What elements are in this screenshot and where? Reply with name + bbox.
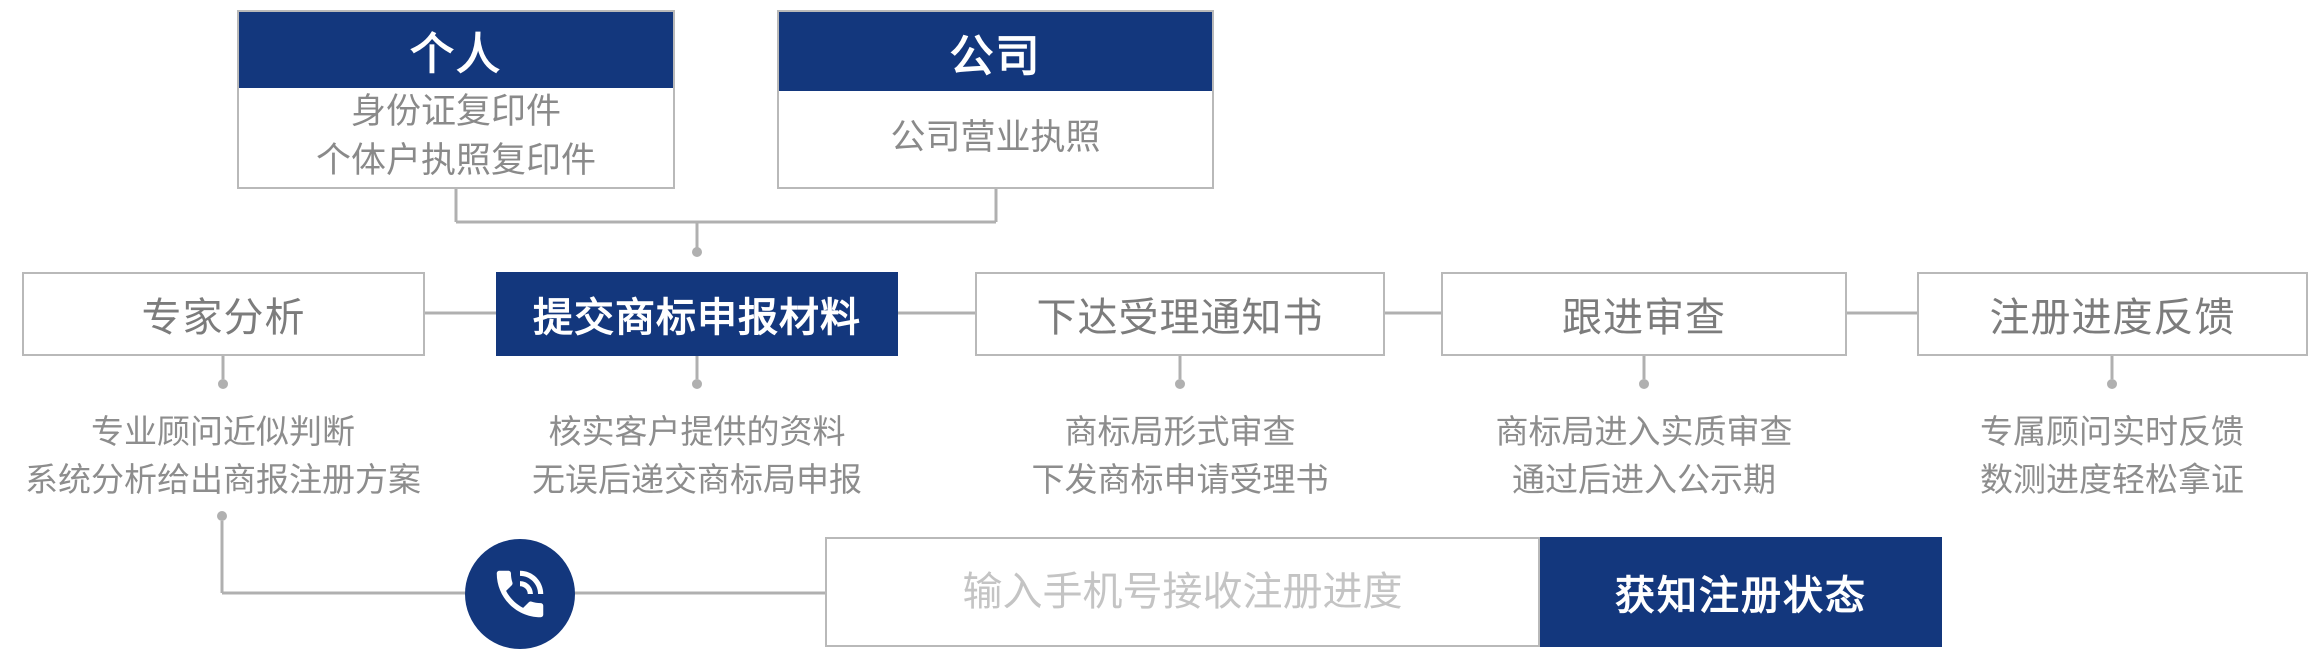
step-box-submit-materials: 提交商标申报材料 — [496, 272, 898, 356]
step-box-progress-feedback: 注册进度反馈 — [1917, 272, 2308, 356]
desc-line: 商标局进入实质审查 — [1495, 412, 1793, 451]
company-box-body: 公司营业执照 — [779, 91, 1212, 187]
desc-line: 商标局形式审查 — [1064, 412, 1296, 451]
personal-material-line: 个体户执照复印件 — [315, 141, 596, 182]
personal-material-line: 身份证复印件 — [350, 91, 561, 132]
step-desc-acceptance-notice: 商标局形式审查 下发商标申请受理书 — [1032, 408, 1329, 504]
personal-box-title: 个人 — [239, 12, 673, 88]
materials-box-company: 公司 公司营业执照 — [777, 10, 1214, 189]
desc-line: 下发商标申请受理书 — [1031, 459, 1329, 499]
desc-line: 数测进度轻松拿证 — [1980, 459, 2244, 499]
step-desc-follow-up-review: 商标局进入实质审查 通过后进入公示期 — [1496, 408, 1793, 504]
step-box-follow-up-review: 跟进审查 — [1441, 272, 1847, 356]
step-desc-expert-analysis: 专业顾问近似判断 系统分析给出商报注册方案 — [25, 408, 421, 504]
desc-line: 系统分析给出商报注册方案 — [25, 459, 421, 499]
phone-volume-icon — [465, 539, 575, 649]
desc-line: 无误后递交商标局申报 — [532, 459, 862, 499]
materials-box-personal: 个人 身份证复印件 个体户执照复印件 — [237, 10, 675, 189]
personal-box-body: 身份证复印件 个体户执照复印件 — [239, 88, 673, 187]
company-material-line: 公司营业执照 — [890, 118, 1101, 159]
desc-line: 通过后进入公示期 — [1512, 459, 1776, 499]
company-box-title: 公司 — [779, 12, 1212, 91]
step-desc-submit-materials: 核实客户提供的资料 无误后递交商标局申报 — [532, 408, 862, 504]
step-box-acceptance-notice: 下达受理通知书 — [975, 272, 1385, 356]
desc-line: 专属顾问实时反馈 — [1980, 412, 2244, 451]
get-registration-status-button[interactable]: 获知注册状态 — [1540, 537, 1942, 647]
desc-line: 核实客户提供的资料 — [548, 412, 846, 451]
step-box-expert-analysis: 专家分析 — [22, 272, 425, 356]
phone-number-input[interactable] — [825, 537, 1540, 647]
desc-line: 专业顾问近似判断 — [91, 412, 355, 451]
step-desc-progress-feedback: 专属顾问实时反馈 数测进度轻松拿证 — [1980, 408, 2244, 504]
